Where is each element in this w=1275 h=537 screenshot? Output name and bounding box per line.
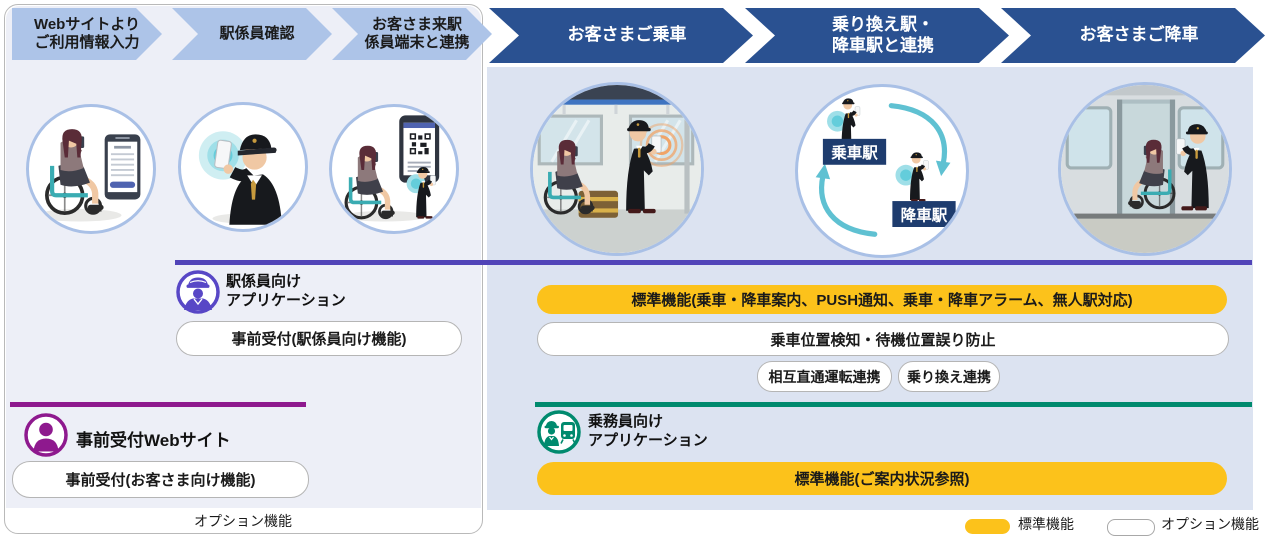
legend-standard-label: 標準機能 [1018, 516, 1074, 532]
crew-app-title-line1: 乗務員向け [588, 413, 664, 430]
step-label: お客さまご降車 [1079, 25, 1199, 45]
illustration-arrival-link [329, 104, 459, 234]
crew-app-line [535, 402, 1252, 407]
station-app-title: 駅係員向け アプリケーション [226, 272, 346, 310]
step-label: 係員端末と連携 [364, 34, 470, 51]
step-label: お客さま来駅 [371, 15, 462, 33]
step-label: 駅係員確認 [219, 24, 295, 42]
boarding-station-label-box [822, 138, 887, 165]
step-arrival-link: お客さま来駅 係員端末と連携 [332, 8, 492, 60]
crew-app-title: 乗務員向け アプリケーション [588, 412, 708, 450]
step-label: 降車駅と連携 [832, 35, 934, 55]
standard-features-pill: 標準機能(乗車・降車案内、PUSH通知、乗車・降車アラーム、無人駅対応) [537, 285, 1227, 314]
step-label: お客さまご乗車 [567, 25, 687, 45]
pre-registration-panel-background [6, 6, 481, 508]
step-transfer-link: 乗り換え駅・ 降車駅と連携 [745, 8, 1009, 63]
step-label: Webサイトより [33, 15, 141, 33]
step-alighting: お客さまご降車 [1001, 8, 1265, 63]
web-site-pill: 事前受付(お客さま向け機能) [12, 461, 309, 498]
station-app-pill: 事前受付(駅係員向け機能) [176, 321, 462, 356]
wheelchair-user-with-phone-illustration [37, 107, 141, 222]
station-app-line [175, 260, 1252, 265]
platform-alighting-illustration [1061, 85, 1229, 253]
station-staff-with-device-illustration [198, 131, 284, 225]
qr-code-link-illustration [342, 115, 440, 222]
web-site-line [10, 402, 306, 407]
legend-option-swatch [1107, 519, 1155, 536]
station-link-cycle-illustration: 乗車駅 降車駅 [815, 97, 956, 237]
illustration-staff-confirm [178, 102, 308, 232]
station-app-title-line2: アプリケーション [226, 292, 346, 309]
illustration-web-entry [26, 104, 156, 234]
through-service-link-pill: 相互直通運転連携 [757, 361, 892, 392]
web-site-title: 事前受付Webサイト [76, 431, 231, 450]
transfer-link-pill: 乗り換え連携 [898, 361, 1000, 392]
step-label: 乗り換え駅・ [832, 14, 934, 34]
crew-app-title-line2: アプリケーション [588, 432, 708, 449]
step-boarding: お客さまご乗車 [489, 8, 753, 63]
alighting-station-label: 降車駅 [901, 205, 948, 224]
step-web-entry: Webサイトより ご利用情報入力 [12, 8, 162, 60]
step-staff-confirm: 駅係員確認 [172, 8, 332, 60]
legend-standard-swatch [965, 519, 1010, 534]
customer-user-icon [24, 413, 68, 457]
crew-train-icon [537, 410, 581, 454]
station-app-title-line1: 駅係員向け [226, 273, 302, 290]
train-interior-boarding-illustration [533, 85, 701, 253]
illustration-boarding [530, 82, 704, 256]
left-panel-footer-label: オプション機能 [194, 513, 292, 529]
illustration-alighting [1058, 82, 1232, 256]
legend-option-label: オプション機能 [1161, 516, 1259, 532]
station-staff-icon [176, 270, 220, 314]
illustration-transfer-link: 乗車駅 降車駅 [795, 84, 969, 258]
step-label: ご利用情報入力 [34, 34, 140, 51]
position-detection-pill: 乗車位置検知・待機位置誤り防止 [537, 322, 1229, 356]
boarding-station-label: 乗車駅 [831, 143, 878, 162]
crew-app-pill: 標準機能(ご案内状況参照) [537, 462, 1227, 495]
pre-registration-panel [4, 4, 483, 534]
alighting-station-label-box [892, 201, 956, 227]
